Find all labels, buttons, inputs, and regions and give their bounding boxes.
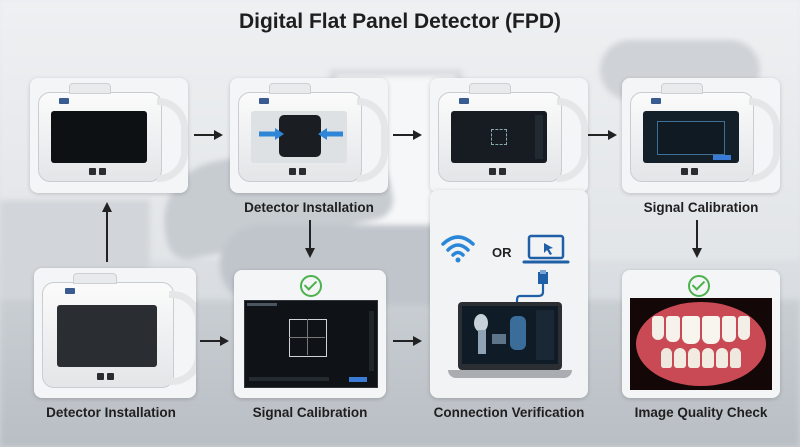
usb-cable-icon <box>515 270 548 304</box>
device-screen <box>57 305 157 367</box>
card-detector-installation <box>34 268 196 398</box>
laptop-icon <box>522 234 570 264</box>
step-label: Detector Installation <box>46 405 176 420</box>
arrow-right-icon <box>194 130 223 140</box>
fpd-device <box>630 83 780 182</box>
card-detector-off <box>30 78 188 193</box>
insert-arrow-icon <box>259 128 284 140</box>
arrow-right-icon <box>200 336 229 346</box>
laptop <box>458 302 562 370</box>
step-label: Detector Installation <box>244 200 374 215</box>
fpd-device <box>38 83 188 182</box>
card-image-quality-check <box>622 270 780 398</box>
device-screen <box>451 111 547 163</box>
card-device-connected <box>430 78 588 193</box>
device-screen <box>643 111 739 163</box>
insert-arrow-icon <box>318 128 343 140</box>
card-signal-calibration-software <box>234 270 386 398</box>
device-screen <box>51 111 147 163</box>
card-detector-install <box>230 78 388 193</box>
checkmark-icon <box>688 275 710 297</box>
or-label: OR <box>492 245 512 260</box>
detector-panel <box>279 115 321 157</box>
fpd-device <box>438 83 588 182</box>
arrow-right-icon <box>393 130 422 140</box>
step-label: Signal Calibration <box>252 405 368 420</box>
card-connection-verification: OR <box>430 190 588 398</box>
checkmark-icon <box>300 275 322 297</box>
arrow-up-icon <box>102 202 112 262</box>
card-signal-calibration-device <box>622 78 780 193</box>
calibration-software-screen <box>244 300 378 388</box>
arrow-right-icon <box>393 336 422 346</box>
fpd-device <box>42 273 196 388</box>
xray-software-screen <box>462 306 558 364</box>
arrow-right-icon <box>588 130 617 140</box>
wifi-icon <box>441 235 475 263</box>
laptop-base <box>448 370 572 378</box>
step-label: Connection Verification <box>433 405 585 420</box>
step-label: Signal Calibration <box>643 200 759 215</box>
step-label: Image Quality Check <box>634 405 768 420</box>
fpd-device <box>238 83 388 182</box>
page-title: Digital Flat Panel Detector (FPD) <box>238 10 562 33</box>
dental-image <box>630 298 772 390</box>
arrow-down-icon <box>305 220 315 258</box>
arrow-down-icon <box>692 220 702 258</box>
